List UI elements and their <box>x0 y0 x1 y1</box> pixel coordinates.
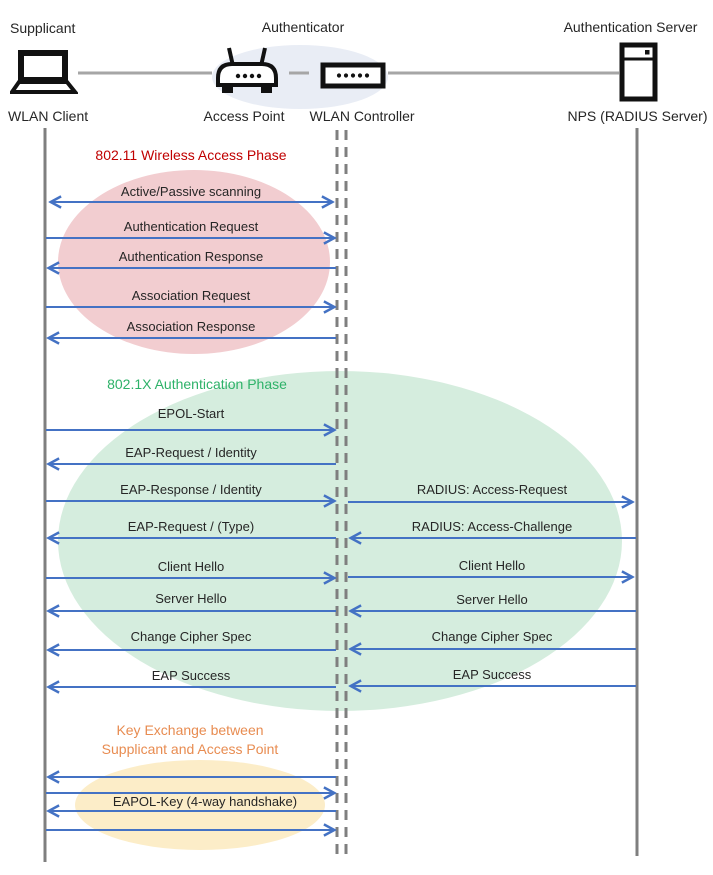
phase-authentication-ellipse <box>58 371 622 711</box>
message-label-client-hello-left: Client Hello <box>157 559 225 574</box>
message-label-epol-start: EPOL-Start <box>157 406 225 421</box>
message-label-auth-response: Authentication Response <box>118 249 264 264</box>
message-label-auth-request: Authentication Request <box>123 219 259 234</box>
message-label-eap-response-identity: EAP-Response / Identity <box>120 482 262 497</box>
message-label-assoc-request: Association Request <box>131 288 251 303</box>
message-label-eap-success-left: EAP Success <box>151 668 231 683</box>
message-label-change-cipher-left: Change Cipher Spec <box>130 629 252 644</box>
message-label-eap-request-identity: EAP-Request / Identity <box>125 445 257 460</box>
phase-key-exchange-ellipse <box>75 760 325 850</box>
wlan-controller-icon <box>320 62 386 89</box>
actor-role-supplicant: Supplicant <box>10 20 76 36</box>
phase-title-key-exchange-line1: Key Exchange between <box>116 722 264 738</box>
message-label-eapol-key: EAPOL-Key (4-way handshake) <box>112 794 298 809</box>
access-point-icon <box>216 47 278 93</box>
phase-title-authentication: 802.1X Authentication Phase <box>107 376 287 392</box>
message-label-eap-request-type: EAP-Request / (Type) <box>127 519 255 534</box>
message-label-eap-success-right: EAP Success <box>452 667 532 682</box>
device-label-nps: NPS (RADIUS Server) <box>567 108 708 124</box>
actor-role-authentication-server: Authentication Server <box>563 19 698 35</box>
message-label-client-hello-right: Client Hello <box>458 558 526 573</box>
message-label-scanning: Active/Passive scanning <box>120 184 262 199</box>
device-label-wlan-controller: WLAN Controller <box>309 108 415 124</box>
device-label-wlan-client: WLAN Client <box>8 108 89 124</box>
message-label-radius-access-request: RADIUS: Access-Request <box>416 482 568 497</box>
message-label-radius-access-challenge: RADIUS: Access-Challenge <box>411 519 573 534</box>
message-label-assoc-response: Association Response <box>126 319 256 334</box>
device-label-access-point: Access Point <box>203 108 285 124</box>
message-label-server-hello-left: Server Hello <box>155 591 227 606</box>
authenticator-highlight-ellipse <box>212 45 388 109</box>
actor-role-authenticator: Authenticator <box>261 19 345 35</box>
laptop-icon <box>10 50 78 94</box>
message-label-change-cipher-right: Change Cipher Spec <box>431 629 553 644</box>
phase-title-key-exchange-line2: Supplicant and Access Point <box>101 741 279 757</box>
message-label-server-hello-right: Server Hello <box>456 592 528 607</box>
server-icon <box>619 42 658 102</box>
phase-title-wireless-access: 802.11 Wireless Access Phase <box>95 147 287 163</box>
